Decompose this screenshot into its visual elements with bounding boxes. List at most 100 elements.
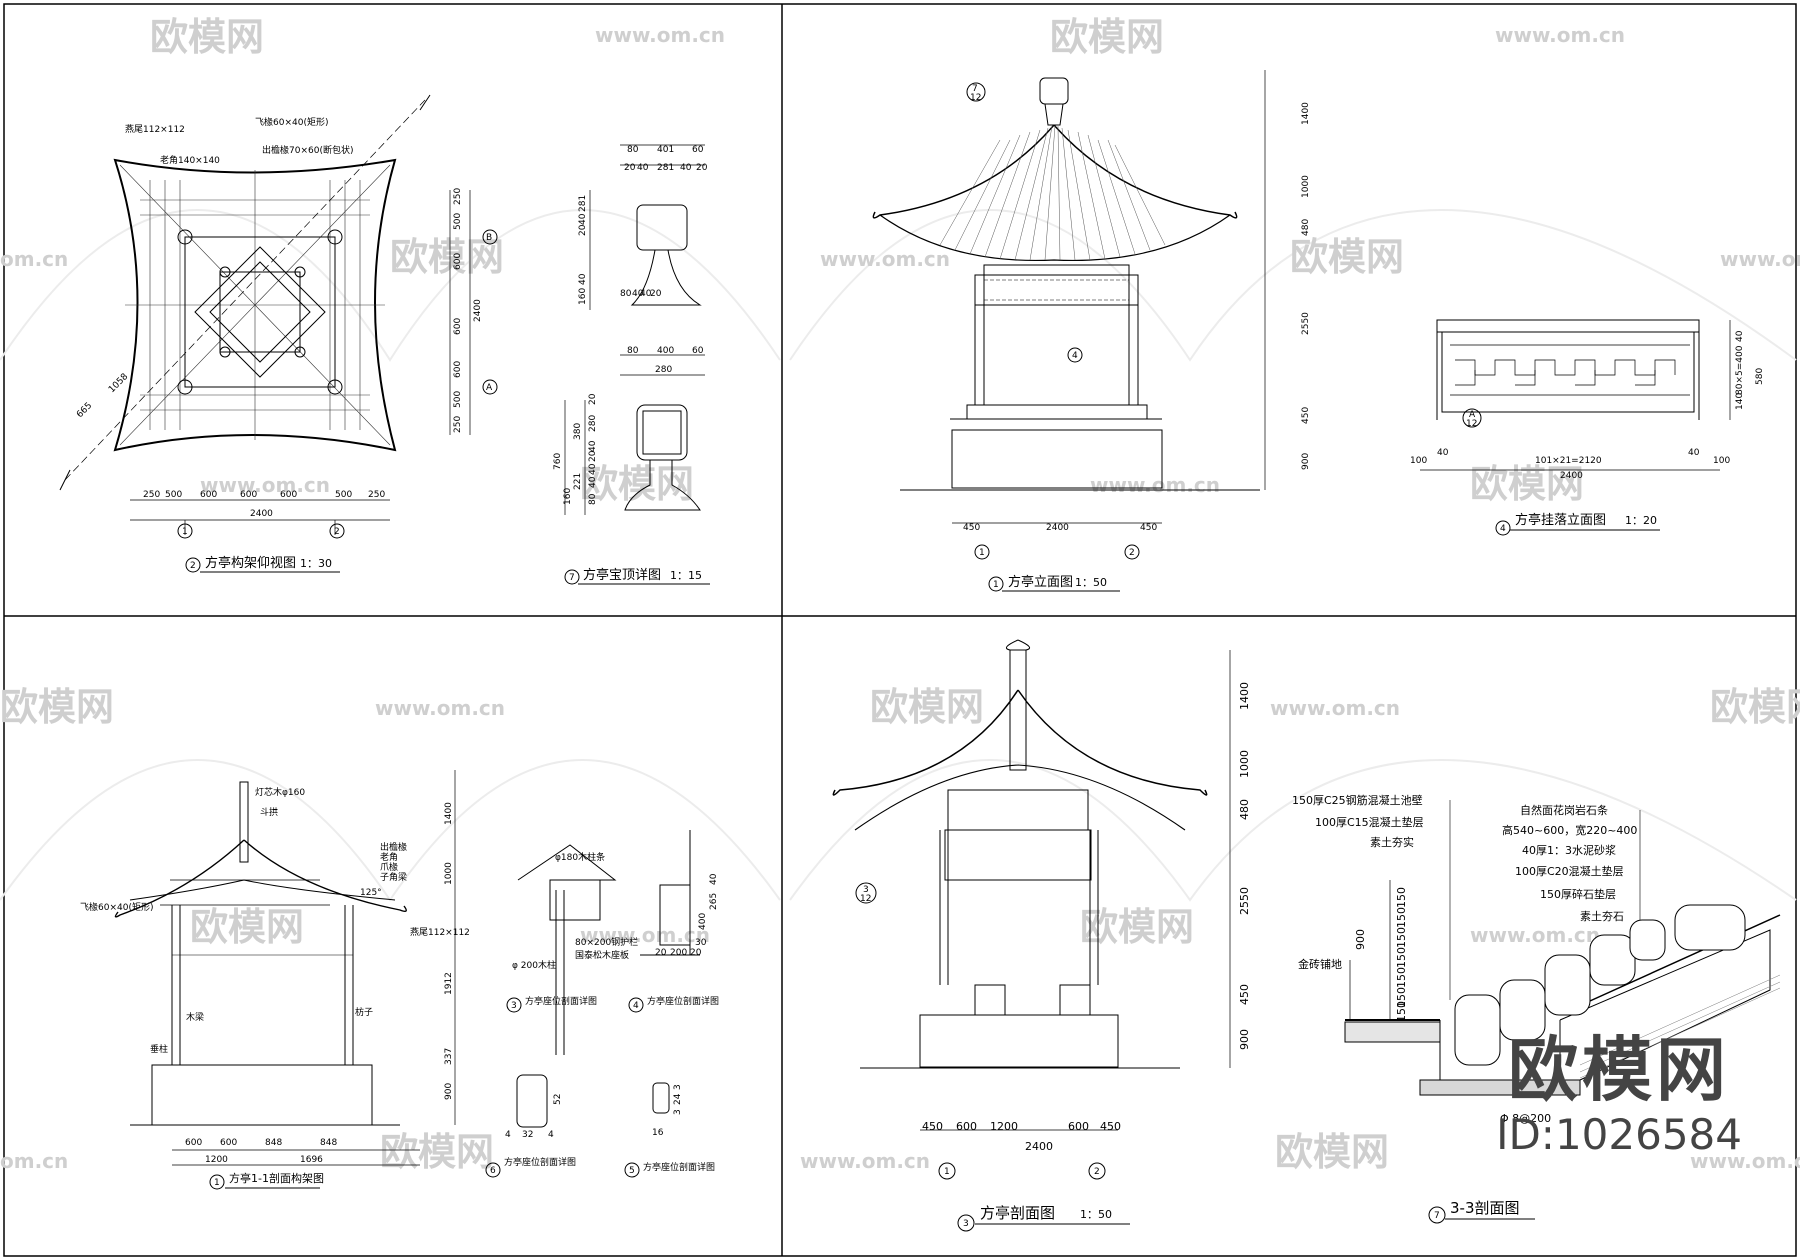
svg-text:40: 40: [588, 440, 598, 452]
svg-text:150: 150: [1395, 1001, 1408, 1022]
svg-text:80: 80: [627, 145, 639, 155]
roof-plan-label: 出檐椽70×60(断包状): [262, 144, 353, 156]
svg-text:1200: 1200: [205, 1155, 228, 1165]
section-33-panel: [1344, 800, 1781, 1096]
panel-title: 方亭座位剖面详图: [643, 1161, 715, 1173]
svg-text:150: 150: [1395, 927, 1408, 948]
svg-text:280: 280: [655, 365, 672, 375]
svg-text:爪椽: 爪椽: [380, 861, 398, 873]
svg-text:2550: 2550: [1238, 887, 1251, 915]
svg-text:燕尾112×112: 燕尾112×112: [410, 926, 470, 938]
dim-label: 600: [240, 490, 257, 500]
svg-text:80: 80: [588, 493, 598, 505]
svg-text:450: 450: [1301, 407, 1311, 424]
svg-text:900: 900: [444, 1083, 454, 1100]
svg-text:1000: 1000: [444, 862, 454, 885]
svg-text:1912: 1912: [444, 972, 454, 995]
watermark-brand: 欧模网: [190, 905, 304, 949]
panel-scale: 1：15: [670, 569, 702, 582]
section-33-labels: 150厚C25钢筋混凝土池壁 100厚C15混凝土垫层 素土夯实 自然面花岗岩石…: [1292, 793, 1637, 1125]
svg-text:3: 3: [673, 1084, 683, 1090]
svg-text:Φ 8@200: Φ 8@200: [1500, 1112, 1551, 1125]
watermark-arcs: [0, 209, 1797, 902]
watermark-url: www.om.cn: [1270, 696, 1400, 720]
svg-text:40: 40: [1437, 448, 1449, 458]
svg-text:80: 80: [627, 346, 639, 356]
svg-text:337: 337: [444, 1048, 454, 1065]
finial-detail-dims: 80 401 60 20 40 281 40 20 281 40 20 160 …: [553, 145, 708, 505]
svg-text:16: 16: [652, 1128, 664, 1138]
svg-text:20: 20: [690, 948, 702, 958]
svg-text:160: 160: [563, 488, 573, 505]
svg-text:40: 40: [1688, 448, 1700, 458]
svg-text:848: 848: [320, 1138, 337, 1148]
roof-plan-label: 燕尾112×112: [125, 123, 185, 135]
svg-text:480: 480: [1238, 799, 1251, 820]
dim-label: 250: [368, 490, 385, 500]
dim-label: 250: [453, 188, 463, 205]
roof-plan-dims-right: 250 500 600 600 600 500 250 2400: [449, 188, 483, 435]
svg-text:450: 450: [1140, 523, 1157, 533]
svg-text:4: 4: [1500, 524, 1506, 534]
sheet-frame: [3, 3, 1797, 1257]
section-title: 3 方亭剖面图 1：50: [957, 1204, 1130, 1232]
brand-id: ID:1026584: [1496, 1110, 1742, 1159]
svg-text:150: 150: [1395, 987, 1408, 1008]
svg-text:1400: 1400: [444, 802, 454, 825]
svg-text:80×5=400: 80×5=400: [1735, 345, 1745, 395]
svg-text:12: 12: [970, 93, 981, 103]
roof-plan-label: 飞椽60×40(矩形): [255, 116, 328, 128]
svg-text:60: 60: [692, 145, 704, 155]
watermark-url: www.om.cn: [595, 23, 725, 47]
svg-text:150厚C25钢筋混凝土池壁: 150厚C25钢筋混凝土池壁: [1292, 793, 1423, 807]
svg-text:5: 5: [629, 1166, 635, 1176]
section-frame-panel: [114, 770, 456, 1166]
watermark-url: www.om.cn: [375, 696, 505, 720]
watermark-brand: 欧模网: [580, 462, 694, 506]
svg-text:1400: 1400: [1238, 682, 1251, 710]
svg-text:1696: 1696: [300, 1155, 323, 1165]
dim-label: 500: [453, 213, 463, 230]
dim-label: 600: [453, 318, 463, 335]
svg-text:2: 2: [1094, 1167, 1100, 1177]
roof-plan-outline: [113, 158, 397, 452]
panel-title: 方亭构架仰视图: [205, 555, 296, 571]
svg-text:265: 265: [709, 893, 719, 910]
svg-text:2400: 2400: [1560, 471, 1583, 481]
svg-text:φ180木柱条: φ180木柱条: [555, 851, 605, 863]
watermark-brand: 欧模网: [0, 685, 114, 729]
roof-plan-label: 老角140×140: [160, 154, 220, 166]
roof-plan-dim-texts: 250 500 600 600 600 500 250 2400: [143, 490, 385, 519]
svg-text:3: 3: [673, 1109, 683, 1115]
svg-text:280: 280: [588, 415, 598, 432]
watermark-url: www.om.cn: [200, 473, 330, 497]
grid-bubble-label: B: [486, 233, 492, 243]
dim-label: 250: [453, 416, 463, 433]
svg-text:32: 32: [522, 1130, 533, 1140]
svg-text:1000: 1000: [1238, 750, 1251, 778]
hanging-elev-labels: A 12 100 40 101×21=2120 40 100 2400 40 1…: [1410, 330, 1765, 481]
dim-label: 600: [453, 253, 463, 270]
svg-text:出檐椽: 出檐椽: [380, 841, 407, 853]
svg-text:φ 200木柱: φ 200木柱: [512, 959, 556, 971]
svg-text:150: 150: [1395, 907, 1408, 928]
watermark-url: www.om.cn: [800, 1149, 930, 1173]
svg-text:4: 4: [548, 1130, 554, 1140]
panel-title: 方亭座位剖面详图: [647, 995, 719, 1007]
svg-text:100: 100: [1410, 456, 1427, 466]
finial-detail-title: 7 方亭宝顶详图 1：15: [564, 567, 710, 585]
svg-text:子角梁: 子角梁: [380, 871, 407, 883]
svg-text:600: 600: [1068, 1120, 1089, 1133]
svg-text:2: 2: [190, 561, 196, 571]
svg-text:1: 1: [214, 1178, 220, 1188]
svg-text:垂柱: 垂柱: [150, 1043, 168, 1055]
svg-text:1: 1: [993, 580, 999, 590]
section-frame-labels: 灯芯木φ160 飞椽60×40(矩形) 斗拱 出檐椽 燕尾112×112 老角 …: [80, 786, 470, 1165]
elevation-panel: [872, 70, 1266, 524]
section-labels: 3 12 1400 1000 480 2550 450 900 450 600 …: [855, 682, 1251, 1180]
svg-text:枋子: 枋子: [355, 1006, 373, 1018]
svg-text:2400: 2400: [1025, 1140, 1053, 1153]
svg-text:1: 1: [979, 548, 985, 558]
svg-text:380: 380: [573, 423, 583, 440]
